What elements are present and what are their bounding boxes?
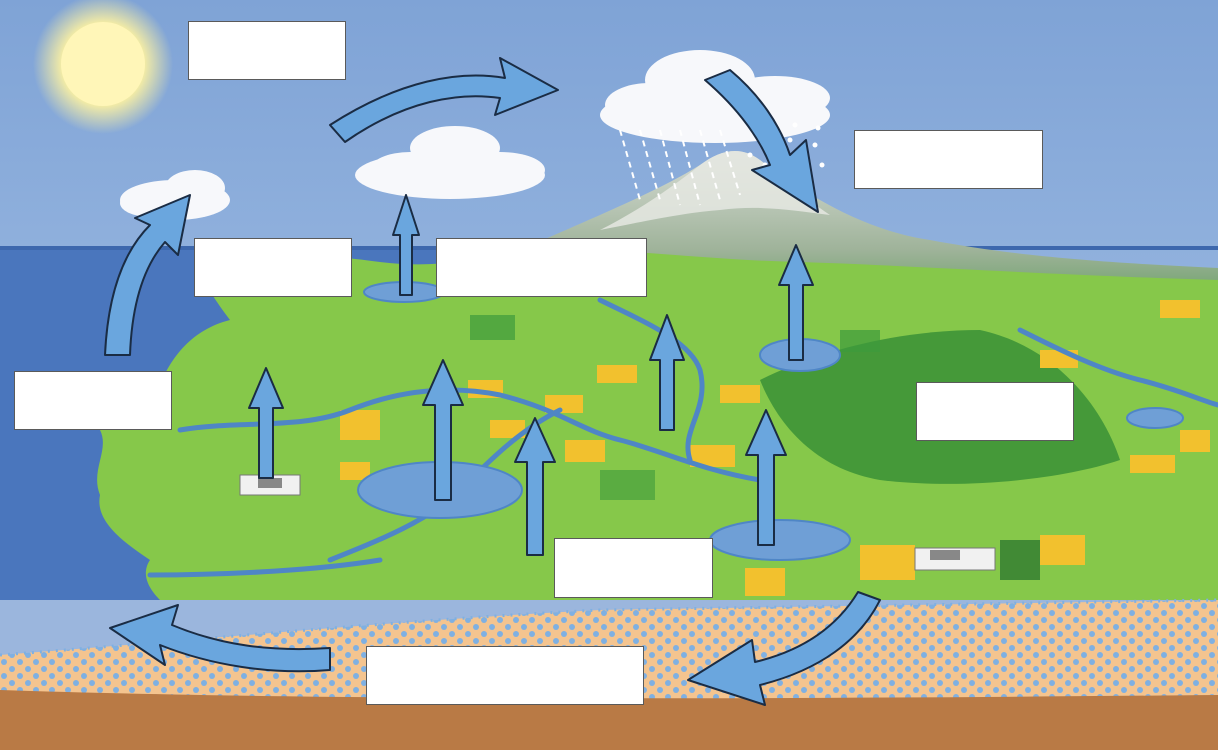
groundwater-return-arrow-left bbox=[109, 604, 331, 673]
label-box-precipitation[interactable] bbox=[854, 130, 1043, 189]
bedrock bbox=[0, 690, 1218, 750]
cloud-movement-arrow bbox=[329, 57, 559, 143]
lake-big-evaporation-arrow bbox=[422, 359, 464, 501]
lake-right-evaporation-arrow bbox=[745, 409, 787, 546]
label-box-condensation[interactable] bbox=[188, 21, 346, 80]
cloud-middle bbox=[355, 126, 545, 199]
field-transpiration-arrow bbox=[649, 314, 685, 431]
rivers bbox=[147, 297, 1218, 578]
lake-evaporation-arrow bbox=[392, 194, 420, 296]
label-box-ocean[interactable] bbox=[14, 371, 172, 430]
mountain-lake-evaporation-arrow bbox=[778, 244, 814, 361]
ocean-evaporation-arrow bbox=[104, 194, 191, 356]
arrows bbox=[104, 57, 881, 706]
label-box-evaporation-center[interactable] bbox=[436, 238, 647, 297]
label-box-transpiration[interactable] bbox=[916, 382, 1074, 441]
label-box-groundwater[interactable] bbox=[366, 646, 644, 705]
building-evaporation-arrow bbox=[248, 367, 284, 479]
rain bbox=[619, 129, 741, 206]
river-evaporation-arrow bbox=[514, 417, 556, 556]
groundwater-flow-arrow-right bbox=[687, 591, 881, 706]
label-box-runoff[interactable] bbox=[554, 538, 713, 598]
precipitation-arrow bbox=[704, 69, 819, 213]
label-box-evaporation-left[interactable] bbox=[194, 238, 352, 297]
